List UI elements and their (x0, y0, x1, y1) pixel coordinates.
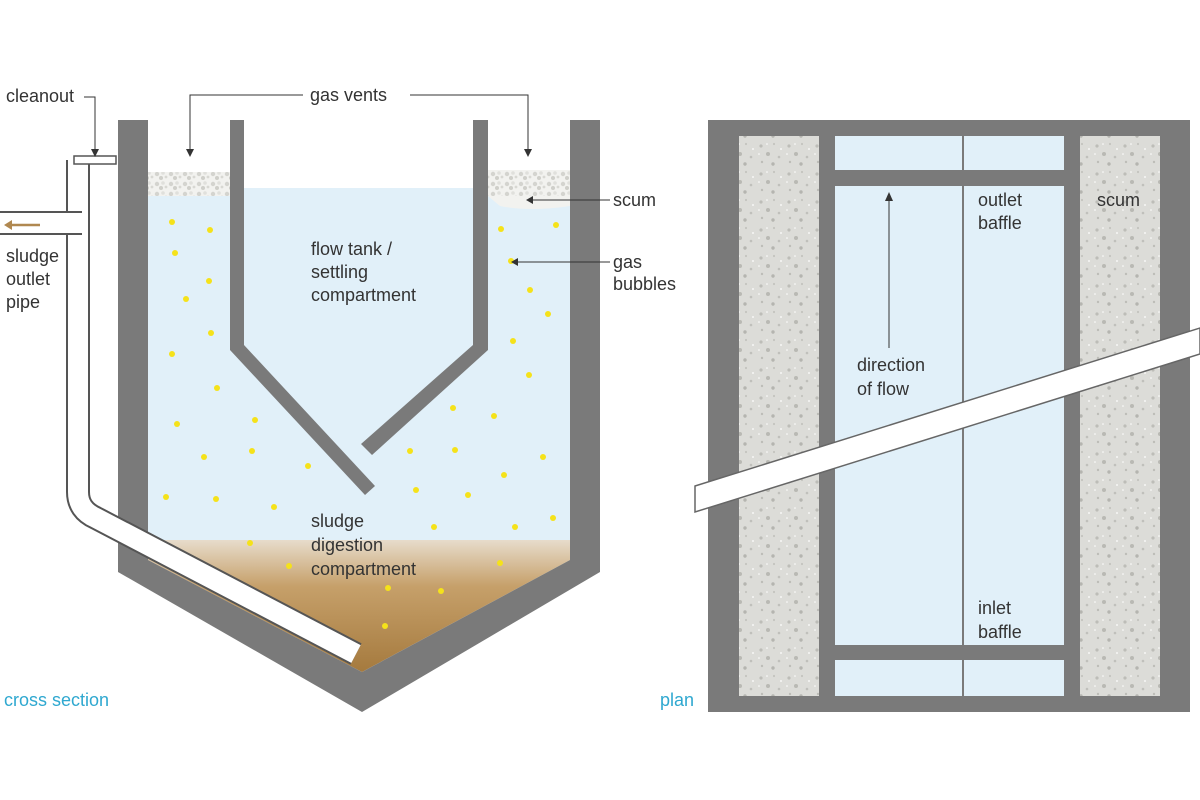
gas-bubbles (163, 219, 559, 629)
plan-caption: plan (660, 690, 694, 710)
sludge-outlet-label-2: outlet (6, 269, 50, 289)
gas-vents-label: gas vents (310, 85, 387, 105)
sludge-layer (148, 540, 570, 672)
sludge-outlet-pipe (0, 155, 362, 665)
flow-tank-label-3: compartment (311, 285, 416, 305)
flow-tank-left-wall (230, 120, 375, 495)
scum-label-plan: scum (1097, 190, 1140, 210)
scum-right (488, 170, 570, 196)
sludge-outlet-label-1: sludge (6, 246, 59, 266)
plan-inlet-channel (835, 660, 1064, 696)
leader-arrowheads (91, 149, 533, 266)
plan-view: outlet baffle scum direction of flow inl… (660, 120, 1200, 712)
flow-arrow-icon (4, 220, 12, 230)
direction-label-2: of flow (857, 379, 910, 399)
cleanout-label: cleanout (6, 86, 74, 106)
gas-bubbles-label-1: gas (613, 252, 642, 272)
flow-tank-right-wall (361, 120, 488, 455)
cross-section: cleanout gas vents scum gas bubbles slud… (0, 85, 676, 712)
flow-tank-label-1: flow tank / (311, 239, 392, 259)
sludge-outlet-label-3: pipe (6, 292, 40, 312)
inlet-baffle-label-1: inlet (978, 598, 1011, 618)
settling-air (244, 122, 473, 188)
scum-label-cross: scum (613, 190, 656, 210)
cross-section-caption: cross section (4, 690, 109, 710)
cleanout-cap (73, 155, 117, 165)
scum-left (148, 172, 230, 196)
outlet-baffle-label-1: outlet (978, 190, 1022, 210)
direction-label-1: direction (857, 355, 925, 375)
outlet-baffle-label-2: baffle (978, 213, 1022, 233)
leader-lines (84, 94, 610, 263)
plan-pipe (694, 327, 1200, 514)
flow-tank-label-2: settling (311, 262, 368, 282)
plan-outlet-channel (835, 136, 1064, 170)
inlet-baffle-label-2: baffle (978, 622, 1022, 642)
digestion-label-3: compartment (311, 559, 416, 579)
gas-bubbles-label-2: bubbles (613, 274, 676, 294)
plan-scum-right (1080, 136, 1160, 696)
digestion-label-1: sludge (311, 511, 364, 531)
digestion-label-2: digestion (311, 535, 383, 555)
direction-arrow-icon (885, 192, 893, 201)
plan-scum-left (739, 136, 819, 696)
